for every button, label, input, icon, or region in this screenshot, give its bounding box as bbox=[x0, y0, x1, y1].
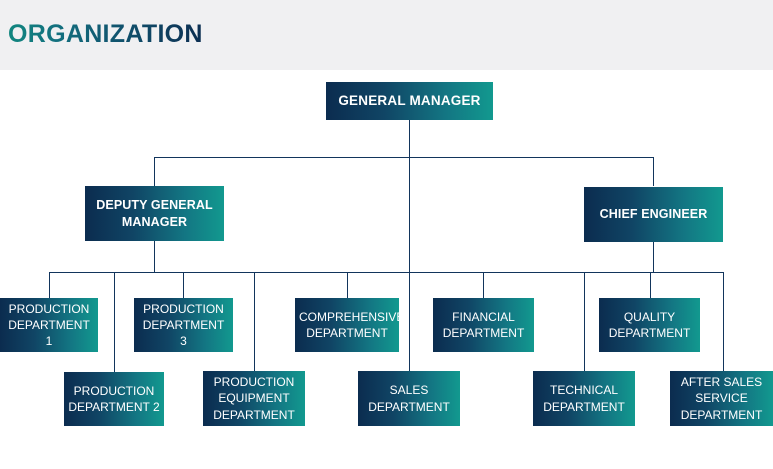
connector-drop-comprehensive-department bbox=[347, 272, 348, 298]
connector-to-deputy-gm bbox=[154, 157, 155, 186]
node-deputy-general-manager-label-line1: DEPUTY GENERAL bbox=[96, 197, 213, 212]
node-production-department-1[interactable]: PRODUCTION DEPARTMENT 1 bbox=[0, 298, 98, 352]
connector-drop-technical-department bbox=[584, 272, 585, 371]
node-production-department-1-label-line1: PRODUCTION bbox=[8, 301, 90, 316]
node-production-equipment-department-label-line3: DEPARTMENT bbox=[213, 407, 295, 422]
node-technical-department-label-line1: TECHNICAL bbox=[549, 383, 618, 398]
node-financial-department[interactable]: FINANCIAL DEPARTMENT bbox=[433, 298, 534, 352]
node-production-department-3-label-line1: PRODUCTION bbox=[143, 301, 224, 316]
connector-to-chief-engineer bbox=[653, 157, 654, 186]
connector-level3-bus bbox=[49, 272, 724, 273]
node-production-department-3-label-line2: DEPARTMENT 3 bbox=[142, 317, 225, 349]
node-financial-department-label-line2: DEPARTMENT bbox=[442, 326, 525, 340]
connector-drop-production-department-2 bbox=[114, 272, 115, 372]
node-production-department-1-label-line2: DEPARTMENT 1 bbox=[8, 317, 90, 349]
connector-drop-sales-department bbox=[409, 272, 410, 371]
node-technical-department[interactable]: TECHNICAL DEPARTMENT bbox=[533, 371, 635, 426]
node-chief-engineer-label: CHIEF ENGINEER bbox=[599, 207, 708, 222]
node-after-sales-service-department-label-line2: SERVICE bbox=[695, 391, 748, 406]
node-comprehensive-department-label-line2: DEPARTMENT bbox=[306, 326, 388, 340]
connector-gm-trunk bbox=[409, 120, 410, 272]
node-sales-department[interactable]: SALES DEPARTMENT bbox=[358, 371, 460, 426]
node-after-sales-service-department-label-line1: AFTER SALES bbox=[680, 375, 763, 390]
node-deputy-general-manager-label-line2: MANAGER bbox=[121, 214, 188, 229]
node-production-equipment-department[interactable]: PRODUCTION EQUIPMENT DEPARTMENT bbox=[203, 371, 305, 426]
connector-drop-quality-department bbox=[650, 272, 651, 298]
connector-drop-production-department-3 bbox=[183, 272, 184, 298]
node-general-manager[interactable]: GENERAL MANAGER bbox=[326, 82, 493, 120]
node-production-department-2-label-line1: PRODUCTION bbox=[73, 383, 155, 398]
node-chief-engineer[interactable]: CHIEF ENGINEER bbox=[584, 187, 723, 242]
node-production-equipment-department-label-line1: PRODUCTION bbox=[213, 375, 295, 390]
node-after-sales-service-department[interactable]: AFTER SALES SERVICE DEPARTMENT bbox=[670, 371, 773, 426]
node-after-sales-service-department-label-line3: DEPARTMENT bbox=[680, 407, 763, 422]
node-quality-department-label-line2: DEPARTMENT bbox=[608, 326, 691, 340]
connector-drop-financial-department bbox=[483, 272, 484, 298]
node-financial-department-label-line1: FINANCIAL bbox=[452, 309, 515, 324]
node-technical-department-label-line2: DEPARTMENT bbox=[543, 399, 625, 414]
header-band bbox=[0, 0, 773, 70]
node-sales-department-label-line1: SALES bbox=[389, 383, 429, 398]
node-production-department-3[interactable]: PRODUCTION DEPARTMENT 3 bbox=[134, 298, 233, 352]
node-comprehensive-department[interactable]: COMPREHENSIVE DEPARTMENT bbox=[295, 298, 405, 352]
connector-drop-production-department-1 bbox=[49, 272, 50, 298]
node-production-equipment-department-label-line2: EQUIPMENT bbox=[218, 391, 290, 406]
page-title: ORGANIZATION bbox=[8, 20, 203, 48]
connector-drop-production-equipment-department bbox=[254, 272, 255, 371]
node-quality-department[interactable]: QUALITY DEPARTMENT bbox=[599, 298, 700, 352]
node-sales-department-label-line2: DEPARTMENT bbox=[368, 399, 450, 414]
node-production-department-2-label-line2: DEPARTMENT 2 bbox=[68, 400, 160, 414]
connector-deputy-gm-down bbox=[154, 241, 155, 272]
node-comprehensive-department-label-line1: COMPREHENSIVE bbox=[299, 309, 405, 324]
connector-level2-bus bbox=[154, 157, 653, 158]
node-production-department-2[interactable]: PRODUCTION DEPARTMENT 2 bbox=[64, 372, 164, 426]
node-deputy-general-manager[interactable]: DEPUTY GENERAL MANAGER bbox=[85, 186, 224, 241]
node-quality-department-label-line1: QUALITY bbox=[623, 309, 676, 324]
connector-drop-after-sales-service-department bbox=[723, 272, 724, 371]
connector-chief-engineer-down bbox=[653, 242, 654, 272]
node-general-manager-label: GENERAL MANAGER bbox=[338, 92, 481, 108]
